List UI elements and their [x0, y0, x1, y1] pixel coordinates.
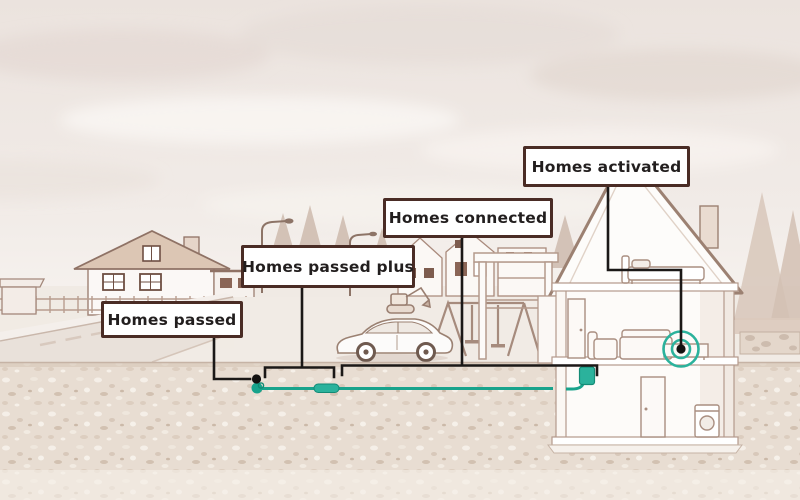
interior-door	[567, 298, 586, 359]
lamp-head-icon	[284, 218, 294, 224]
cutaway-house	[537, 148, 744, 454]
callout-homes-connected-label: Homes connected	[388, 209, 548, 227]
callout-homes-passed-plus-label: Homes passed plus	[242, 257, 414, 276]
washing-machine-door	[699, 415, 715, 431]
callout-homes-activated: Homes activated	[523, 146, 690, 187]
cable-coil	[251, 382, 263, 394]
annex-window	[220, 278, 232, 288]
homes-connected-bracket	[340, 364, 599, 377]
car	[336, 318, 454, 362]
cut-wall-right	[723, 287, 735, 446]
bus-shelter	[0, 278, 46, 315]
car-windows	[364, 321, 434, 334]
fiber-cable-icon	[251, 366, 596, 394]
cable-splice-sleeve	[313, 383, 340, 393]
porch-column	[537, 295, 559, 364]
clouds	[0, 5, 800, 225]
street-lamps	[261, 218, 377, 296]
foundation	[547, 444, 743, 454]
attic-floor-slab	[551, 282, 739, 292]
basement-floor-slab	[551, 436, 739, 446]
homes-activated-pointer-line	[606, 186, 683, 346]
homes-passed-pointer-line	[212, 336, 252, 381]
callout-homes-passed: Homes passed	[101, 301, 243, 338]
swing-seat	[465, 340, 479, 344]
homes-passed-plus-bracket	[263, 366, 336, 379]
lamp-head-icon	[369, 231, 377, 237]
callout-homes-activated-label: Homes activated	[531, 157, 682, 176]
house-chimney	[699, 205, 719, 249]
basement-room	[640, 376, 720, 438]
callout-homes-passed-label: Homes passed	[107, 310, 237, 329]
door-handle	[579, 328, 583, 332]
right-garden	[734, 192, 800, 355]
callout-homes-connected: Homes connected	[383, 198, 553, 238]
door-handle	[644, 407, 648, 411]
junction-dot-icon	[251, 374, 262, 384]
fiber-terminal-box-icon	[578, 366, 596, 386]
hedge	[735, 318, 800, 334]
callout-homes-passed-plus: Homes passed plus	[241, 245, 415, 288]
living-room	[567, 298, 709, 360]
junction-dot-icon	[676, 344, 686, 354]
excavator	[386, 286, 431, 314]
swing-seat	[491, 344, 505, 348]
basement-door	[640, 376, 666, 438]
annotation-lines	[212, 186, 683, 381]
armchair-seat	[593, 338, 618, 360]
